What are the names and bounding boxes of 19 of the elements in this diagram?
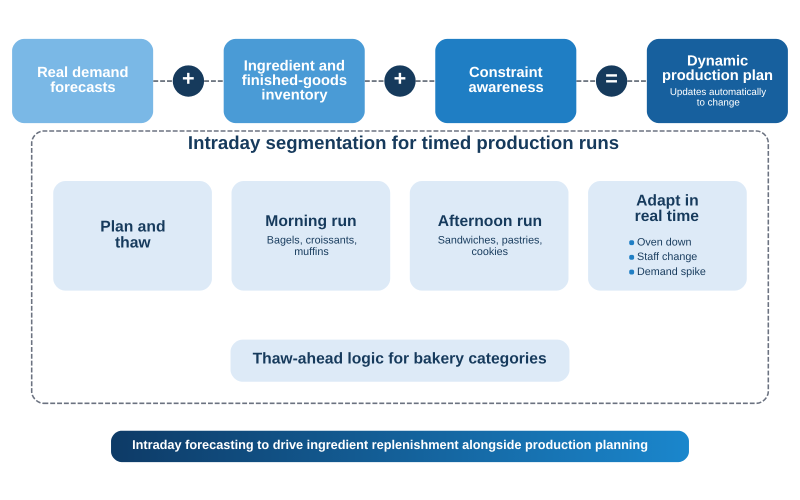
node-box: Dynamic production plan Updates automatically to change — [646, 38, 788, 123]
node-box: Adapt in real time Oven down Staff change Demand spike — [588, 180, 747, 290]
node-circle: = — [596, 64, 628, 96]
node-circle: + — [172, 64, 204, 96]
node-box: Thaw-ahead logic for bakery categories — [230, 339, 570, 382]
connector — [364, 80, 384, 82]
node-box: Plan and thaw — [53, 180, 212, 290]
node-box: Real demand forecasts — [12, 38, 154, 123]
connector — [153, 80, 172, 82]
connector — [627, 80, 647, 82]
connector — [204, 80, 224, 82]
node-box: Intraday forecasting to drive ingredient replenishment alongside production planning — [111, 430, 689, 462]
node-circle: + — [384, 64, 416, 96]
node-box: Constraint awareness — [435, 38, 576, 123]
node-box: Afternoon run Sandwiches, pastries, cookies — [410, 180, 568, 290]
connector — [416, 80, 436, 82]
node-box: Ingredient and finished-goods inventory — [224, 38, 365, 123]
connector — [576, 80, 596, 82]
node-box: Morning run Bagels, croissants, muffins — [232, 180, 390, 290]
